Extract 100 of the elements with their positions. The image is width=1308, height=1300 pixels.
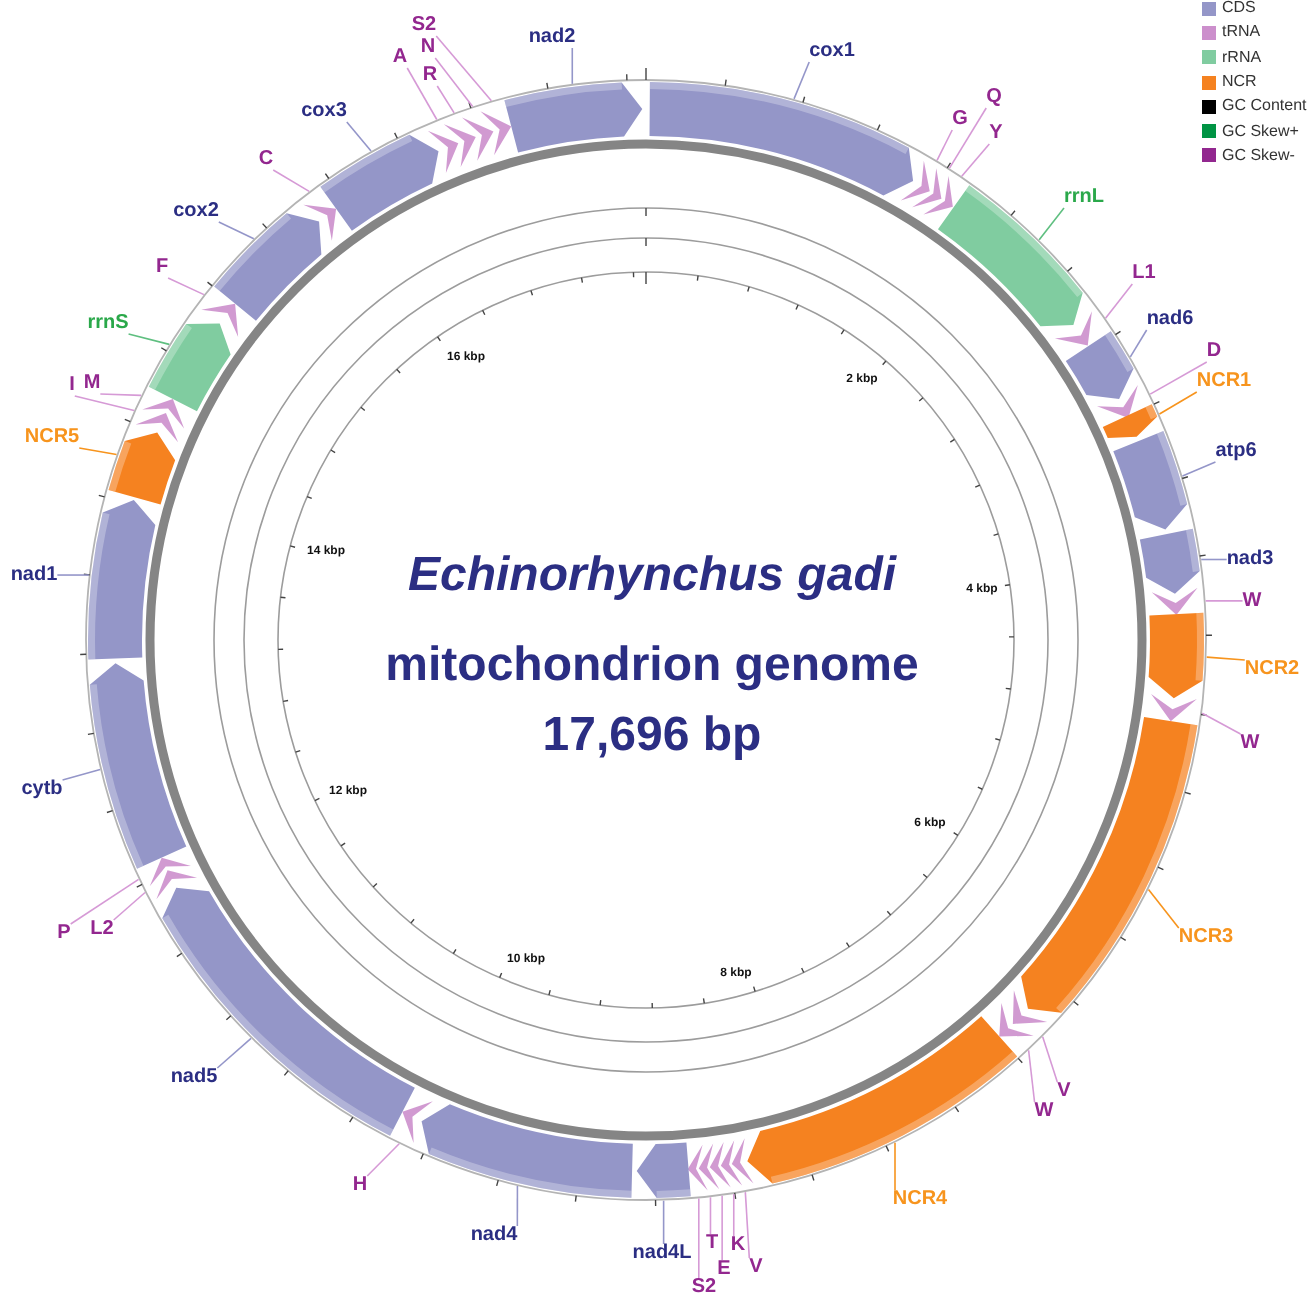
- gene-label: E: [717, 1260, 731, 1280]
- gene-label: P: [57, 924, 71, 944]
- leader-line: [948, 107, 987, 169]
- trna-block: [427, 130, 459, 174]
- legend-label: GC Skew-: [1222, 147, 1295, 164]
- leader-line: [1104, 283, 1134, 320]
- leader-line: [56, 574, 90, 576]
- leader-line: [1201, 712, 1242, 735]
- trna-block: [923, 175, 953, 215]
- gene-label: cox3: [301, 102, 347, 122]
- trna-block: [443, 124, 476, 167]
- leader-line: [698, 1197, 700, 1279]
- trna-block: [462, 117, 494, 161]
- legend-label: rRNA: [1222, 49, 1262, 66]
- gene-label: K: [730, 1236, 746, 1256]
- trna-block: [698, 1143, 720, 1190]
- trna-block: [402, 1101, 433, 1143]
- gene-label: V: [749, 1258, 763, 1278]
- leader-line: [69, 878, 140, 925]
- leader-line: [1149, 361, 1208, 395]
- gene-block: [636, 1142, 691, 1198]
- gene-label: NCR2: [1244, 660, 1300, 680]
- gene-block: [1139, 528, 1200, 594]
- gene-block: [504, 82, 643, 153]
- leader-line: [74, 395, 135, 412]
- leader-line: [1181, 461, 1217, 477]
- trna-block: [142, 398, 185, 429]
- gene-label: W: [1240, 734, 1260, 754]
- gene-label: NCR3: [1178, 928, 1234, 948]
- gene-block: [1113, 430, 1188, 530]
- leader-line: [1205, 656, 1246, 661]
- trna-block: [1097, 385, 1138, 419]
- gene-label: cox2: [173, 202, 219, 222]
- trna-block: [135, 413, 179, 443]
- leader-line: [1027, 1049, 1036, 1103]
- gene-label: nad3: [1226, 550, 1274, 570]
- leader-line: [127, 333, 170, 346]
- gene-label: NCR1: [1196, 372, 1252, 392]
- trna-block: [1054, 311, 1092, 346]
- gene-label: rrnS: [87, 314, 129, 334]
- trna-block: [720, 1140, 743, 1186]
- gene-label: nad4L: [632, 1244, 692, 1264]
- gene-label: F: [155, 258, 169, 278]
- gene-block: [1148, 612, 1204, 699]
- gene-block: [1065, 331, 1134, 399]
- gene-block: [162, 887, 415, 1136]
- gene-label: nad6: [1146, 310, 1194, 330]
- trna-block: [900, 160, 930, 201]
- gene-label: NCR5: [24, 428, 80, 448]
- trna-block: [912, 168, 942, 208]
- legend-label: CDS: [1222, 0, 1256, 17]
- gene-block: [108, 432, 176, 505]
- gene-block: [214, 213, 322, 321]
- trna-block: [303, 204, 337, 241]
- gene-block: [320, 134, 439, 231]
- legend-label: tRNA: [1222, 24, 1261, 41]
- gene-label: D: [1206, 342, 1222, 362]
- gene-label: rrnL: [1064, 188, 1104, 208]
- leader-line: [1041, 1035, 1059, 1083]
- species-name: Echinorhynchus gadi: [407, 552, 897, 600]
- gene-label: nad5: [170, 1068, 218, 1088]
- leader-line: [744, 1191, 751, 1259]
- trna-block: [709, 1142, 731, 1188]
- trna-block: [1012, 990, 1048, 1024]
- gene-label: cox1: [809, 42, 855, 62]
- leader-line: [436, 85, 455, 114]
- trna-block: [201, 303, 239, 338]
- gene-label: Y: [989, 124, 1003, 144]
- leader-line: [434, 57, 474, 108]
- leader-line: [793, 61, 810, 100]
- leader-line: [216, 1037, 252, 1069]
- gene-label: M: [83, 374, 101, 394]
- leader-line: [1200, 558, 1228, 561]
- gene-label: L2: [90, 920, 114, 940]
- gene-block: [89, 663, 187, 869]
- gene-block: [1102, 404, 1158, 438]
- gene-label: cytb: [21, 780, 63, 800]
- gene-block: [88, 499, 156, 660]
- leader-line: [894, 1141, 896, 1191]
- leader-line: [721, 1195, 723, 1261]
- leader-line: [571, 47, 574, 85]
- leader-line: [167, 277, 205, 296]
- leader-line: [112, 891, 146, 921]
- gene-block: [649, 82, 914, 196]
- gene-label: Q: [986, 88, 1002, 108]
- legend-label: GC Content: [1222, 98, 1307, 115]
- legend-label: NCR: [1222, 74, 1257, 91]
- leader-line: [936, 129, 953, 162]
- leader-line: [218, 221, 255, 240]
- gene-label: T: [705, 1234, 719, 1254]
- gene-label: I: [69, 376, 75, 396]
- gene-label: nad1: [10, 566, 58, 586]
- leader-line: [366, 1143, 400, 1177]
- gene-label: L1: [1132, 264, 1156, 284]
- gene-label: A: [392, 48, 408, 68]
- trna-block: [731, 1138, 754, 1184]
- leader-line: [662, 1199, 665, 1245]
- trna-block: [156, 870, 198, 900]
- gene-label: W: [1034, 1102, 1054, 1122]
- leader-line: [78, 447, 118, 456]
